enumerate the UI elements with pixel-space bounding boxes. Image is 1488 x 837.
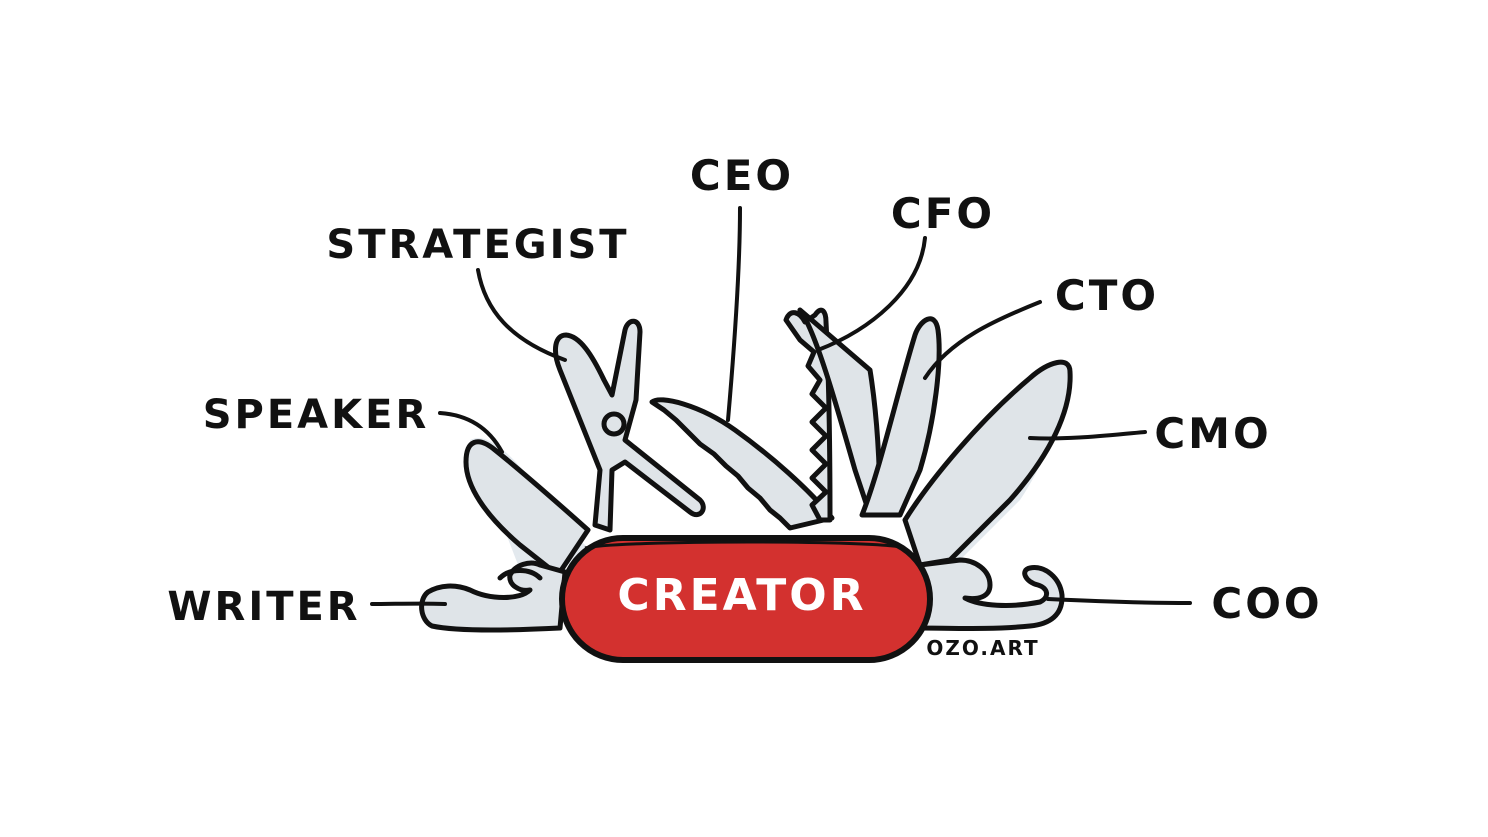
writer-tool-notch	[497, 568, 543, 581]
ceo-label: CEO	[690, 151, 794, 200]
cto-label: CTO	[1055, 271, 1159, 320]
scissors-pivot-icon	[601, 411, 627, 437]
coo-tool	[917, 557, 1065, 631]
cmo-blade	[902, 359, 1073, 568]
speaker-blade	[463, 439, 591, 578]
credit-text: OZO.ART	[926, 636, 1039, 660]
cfo-label: CFO	[891, 189, 995, 238]
writer-label: WRITER	[167, 584, 360, 630]
cmo-label: CMO	[1154, 409, 1271, 458]
ceo-leader	[726, 206, 742, 422]
coo-leader	[1046, 597, 1192, 605]
red-handle: CREATOR	[559, 535, 933, 663]
strategist-label: STRATEGIST	[326, 222, 629, 268]
handle-highlight	[584, 540, 906, 550]
handle-body	[559, 535, 933, 663]
coo-label: COO	[1211, 579, 1322, 628]
cfo-leader	[816, 236, 927, 352]
writer-tool	[419, 560, 568, 633]
speaker-leader	[438, 411, 504, 454]
speaker-label: SPEAKER	[203, 392, 430, 438]
cto-blade	[859, 316, 942, 518]
scissors-tool	[552, 318, 706, 533]
strategist-leader	[476, 268, 567, 362]
cto-leader	[923, 300, 1042, 380]
center-label: CREATOR	[617, 570, 866, 621]
cmo-leader	[1028, 430, 1147, 441]
saw-blade	[649, 397, 835, 531]
